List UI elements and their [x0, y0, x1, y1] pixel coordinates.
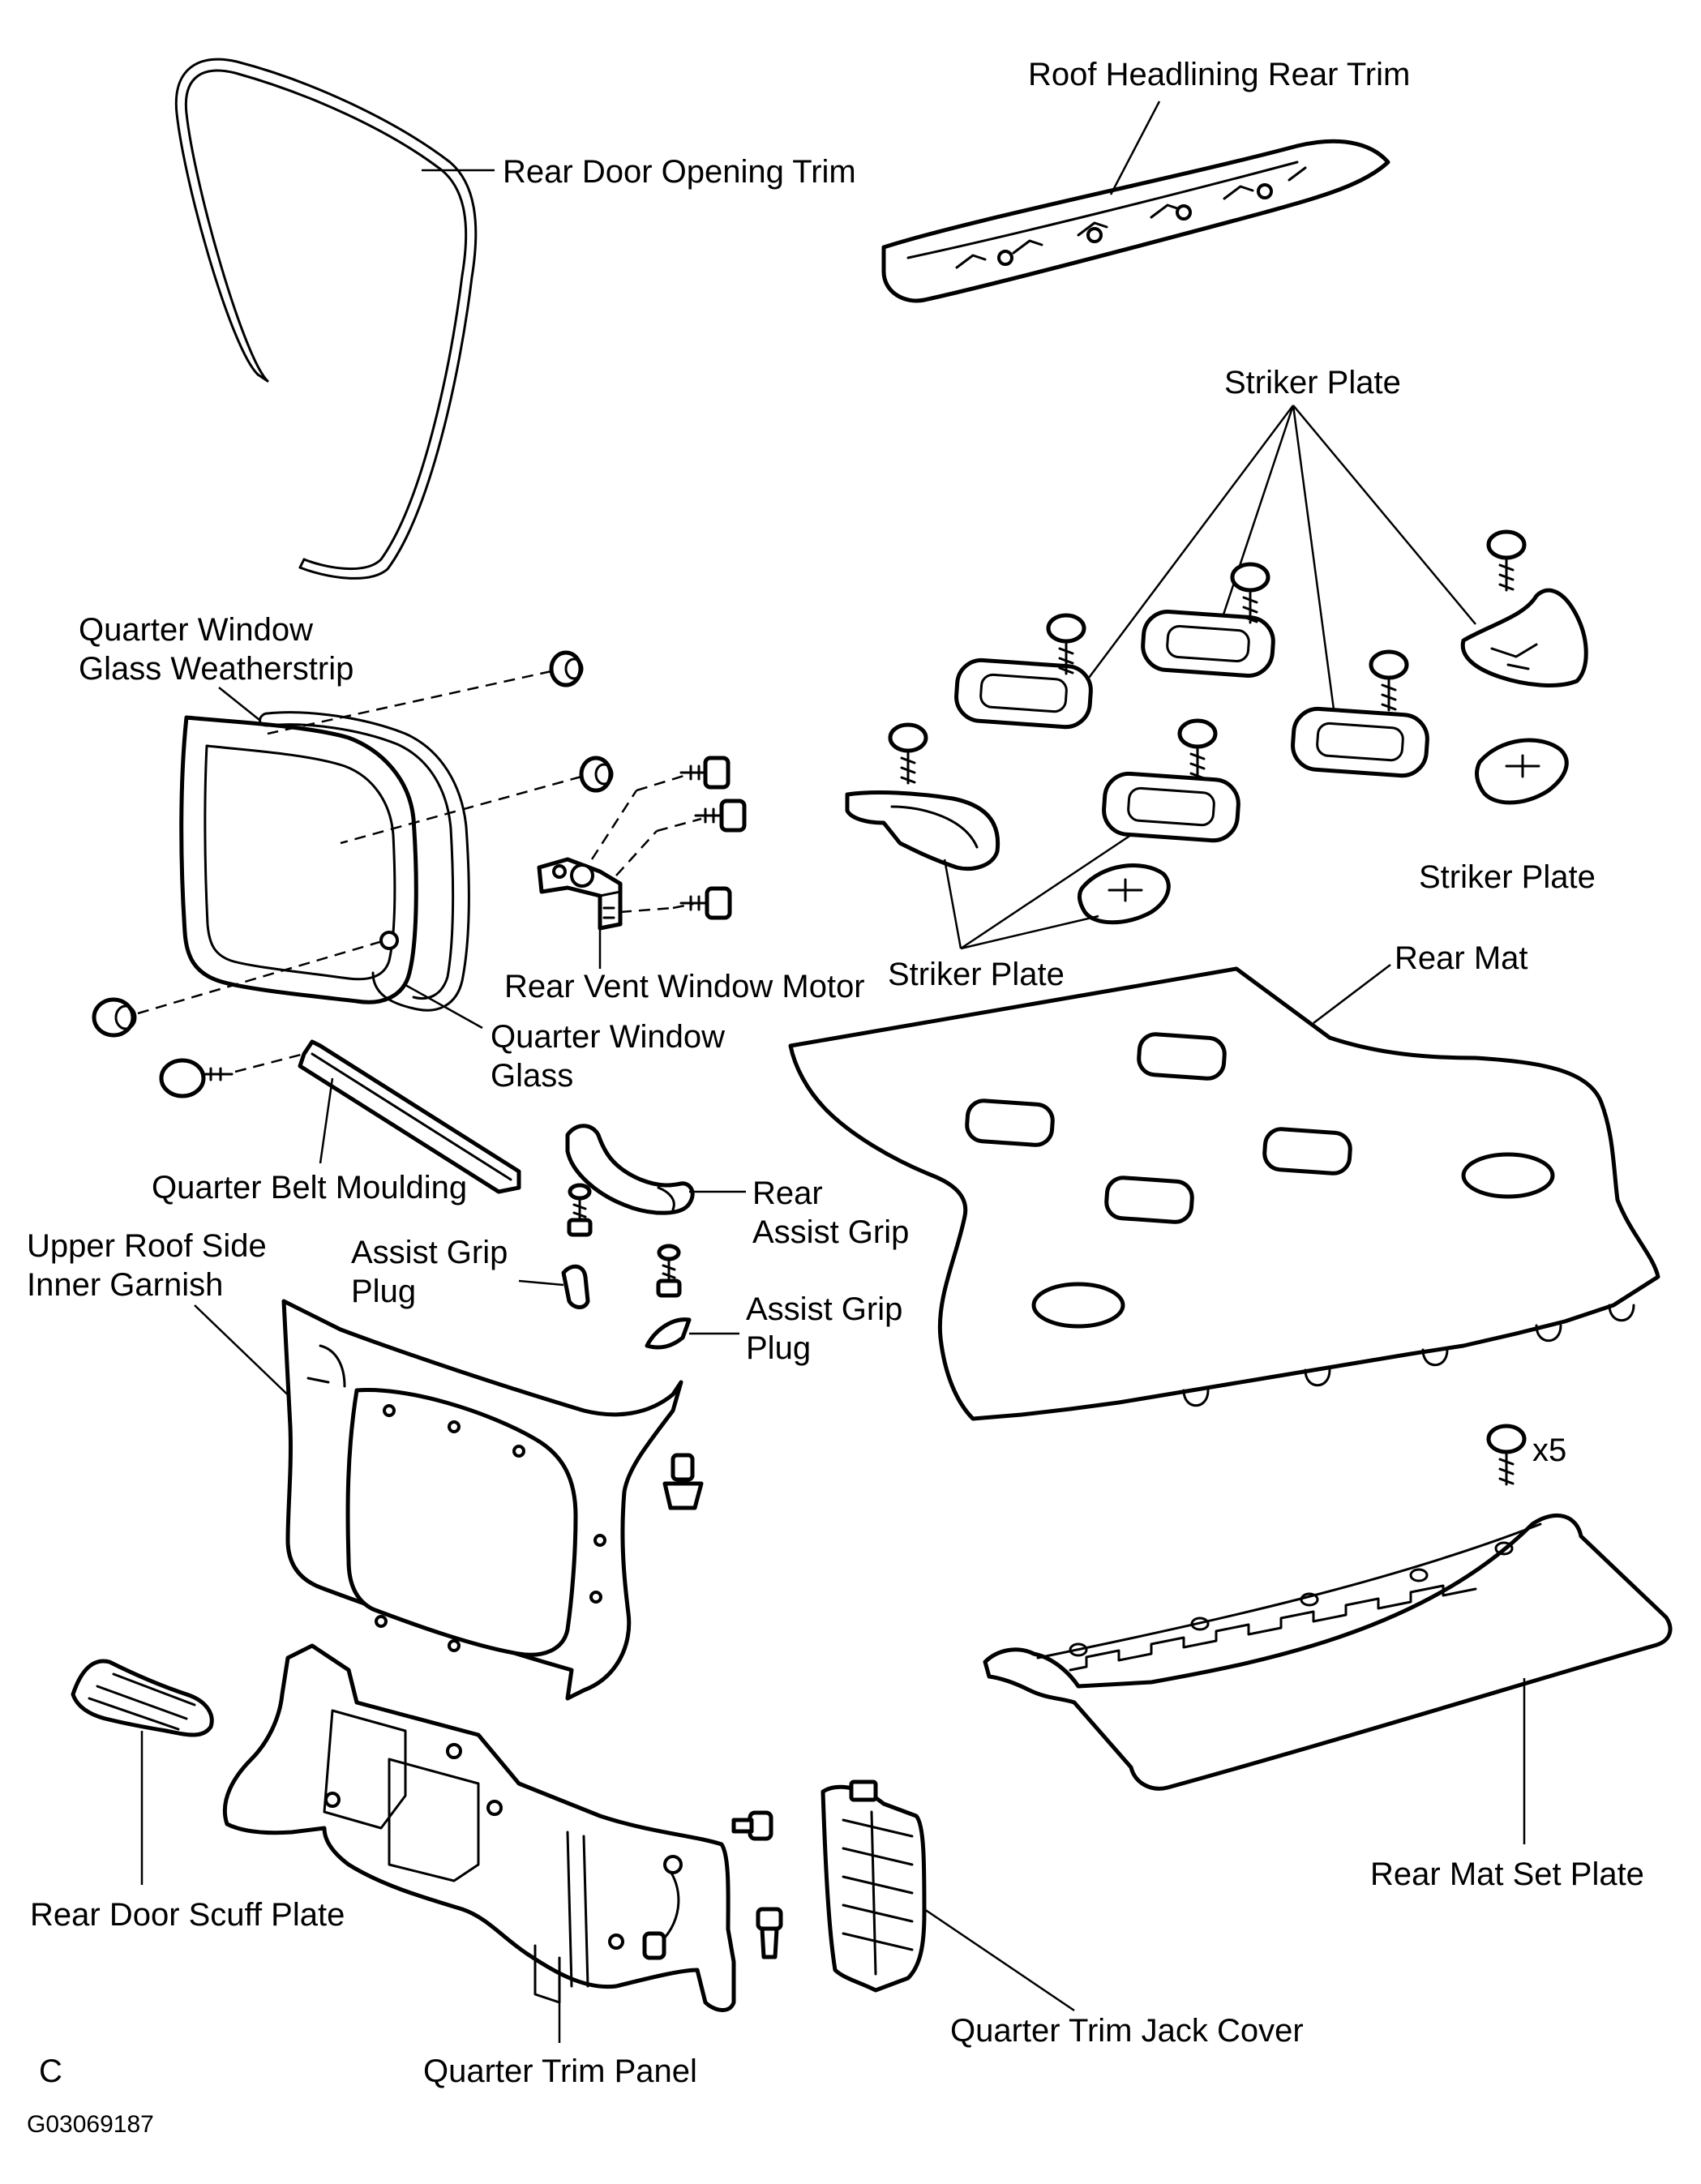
- dash-motor-2b: [656, 817, 702, 833]
- assist-grip-plug-right-part: [645, 1317, 692, 1350]
- striker-plate-corner-top: [1460, 588, 1588, 687]
- quarter-trim-jack-cover-label: Quarter Trim Jack Cover: [950, 2013, 1304, 2049]
- striker-screw-5: [1369, 649, 1409, 712]
- rear-mat-leader: [1313, 964, 1391, 1024]
- upper-roof-garnish-label-2: Inner Garnish: [27, 1267, 223, 1303]
- quarter-belt-moulding-label: Quarter Belt Moulding: [152, 1170, 467, 1205]
- rear-assist-grip-part: [565, 1124, 695, 1215]
- assist-grip-plug-left-label-2: Plug: [351, 1274, 416, 1309]
- trim-clip-2: [756, 1907, 783, 1959]
- upper-roof-garnish-leader: [194, 1304, 301, 1407]
- quarter-window-weatherstrip-label-1: Quarter Window: [79, 612, 313, 648]
- dash-clip-mid: [340, 775, 582, 845]
- striker-plate-cover-mid: [1078, 863, 1171, 925]
- striker-screw-6: [1486, 529, 1527, 592]
- striker-plate-right-label: Striker Plate: [1419, 859, 1596, 895]
- grip-screw-left: [567, 1183, 593, 1237]
- striker-plate-top-leaders: [1073, 405, 1476, 710]
- quarter-window-glass-part: [179, 715, 418, 1004]
- rear-mat-part: [788, 966, 1660, 1421]
- rear-door-scuff-plate-part: [71, 1659, 214, 1737]
- rear-door-opening-trim-part: [174, 58, 478, 580]
- quarter-trim-panel-part: [222, 1643, 736, 2012]
- dash-motor-1: [590, 790, 638, 860]
- rear-mat-label: Rear Mat: [1395, 940, 1528, 976]
- assist-grip-plug-left-leader: [518, 1279, 564, 1287]
- striker-plate-mid-leaders: [943, 833, 1132, 950]
- rear-door-scuff-plate-label: Rear Door Scuff Plate: [30, 1897, 345, 1933]
- belt-moulding-screw: [159, 1058, 234, 1098]
- corner-letter: C: [39, 2053, 62, 2089]
- roof-headlining-leader: [1109, 101, 1161, 195]
- striker-plate-frame-4: [1102, 771, 1240, 843]
- dash-motor-3b: [672, 902, 694, 910]
- rear-assist-grip-label-2: Assist Grip: [752, 1214, 909, 1250]
- assist-grip-plug-right-label-2: Plug: [746, 1330, 811, 1366]
- quarter-trim-panel-label: Quarter Trim Panel: [423, 2053, 697, 2089]
- mat-set-plate-screw: [1486, 1424, 1527, 1486]
- upper-roof-garnish-label-1: Upper Roof Side: [27, 1228, 267, 1264]
- motor-bolt-1: [679, 756, 731, 790]
- rear-vent-window-motor-part: [537, 857, 623, 931]
- motor-bolt-3: [679, 886, 732, 920]
- garnish-clip: [662, 1453, 704, 1510]
- striker-screw-4: [1177, 718, 1218, 781]
- striker-plate-frame-1: [954, 657, 1093, 730]
- dash-motor-2: [615, 830, 658, 876]
- striker-plate-frame-3: [1291, 706, 1429, 778]
- dash-clip-bottom: [137, 939, 386, 1015]
- rear-mat-set-plate-label: Rear Mat Set Plate: [1370, 1856, 1644, 1892]
- quarter-trim-jack-cover-leader: [923, 1908, 1075, 2012]
- belt-moulding-leader: [319, 1077, 334, 1164]
- striker-screw-1: [888, 722, 928, 785]
- rear-mat-set-plate-part: [983, 1513, 1673, 1791]
- assist-grip-plug-right-label-1: Assist Grip: [746, 1291, 902, 1327]
- grip-screw-right: [656, 1244, 682, 1298]
- quarter-window-weatherstrip-part: [259, 711, 470, 1012]
- rear-assist-grip-label-1: Rear: [752, 1176, 823, 1211]
- rear-door-opening-trim-label: Rear Door Opening Trim: [503, 154, 856, 190]
- striker-plate-top-label: Striker Plate: [1224, 365, 1401, 400]
- fastener-count-label: x5: [1532, 1432, 1566, 1468]
- window-clip-bottom: [92, 997, 137, 1038]
- roof-headlining-rear-trim-part: [881, 139, 1390, 303]
- rear-vent-window-motor-label: Rear Vent Window Motor: [504, 969, 865, 1004]
- striker-plate-cover-right: [1475, 738, 1569, 805]
- upper-roof-side-inner-garnish-part: [281, 1299, 683, 1701]
- quarter-window-glass-leader: [405, 983, 483, 1030]
- assist-grip-plug-left-label-1: Assist Grip: [351, 1235, 508, 1270]
- striker-screw-3: [1230, 562, 1270, 624]
- quarter-trim-jack-cover-part: [821, 1779, 927, 1993]
- roof-headlining-rear-trim-label: Roof Headlining Rear Trim: [1028, 57, 1410, 92]
- window-clip-mid: [579, 756, 614, 793]
- figure-code: G03069187: [27, 2111, 154, 2138]
- striker-screw-2: [1046, 613, 1086, 675]
- dash-clip-top: [267, 670, 552, 735]
- window-clip-top: [549, 650, 584, 687]
- quarter-window-glass-label-2: Glass: [491, 1058, 573, 1094]
- weatherstrip-leader: [218, 687, 260, 721]
- striker-plate-mid-label: Striker Plate: [888, 957, 1065, 992]
- dash-belt-screw: [234, 1052, 305, 1073]
- quarter-window-weatherstrip-label-2: Glass Weatherstrip: [79, 651, 353, 687]
- trim-clip-1: [731, 1810, 773, 1841]
- motor-bolt-2: [694, 799, 747, 833]
- quarter-window-glass-label-1: Quarter Window: [491, 1019, 725, 1055]
- dash-motor-3: [619, 906, 674, 914]
- quarter-belt-moulding-part: [298, 1039, 521, 1194]
- striker-plate-bracket-left: [845, 790, 1000, 871]
- striker-plate-frame-2: [1141, 610, 1275, 678]
- dash-motor-1b: [636, 773, 690, 792]
- assist-grip-plug-left-part: [561, 1264, 590, 1309]
